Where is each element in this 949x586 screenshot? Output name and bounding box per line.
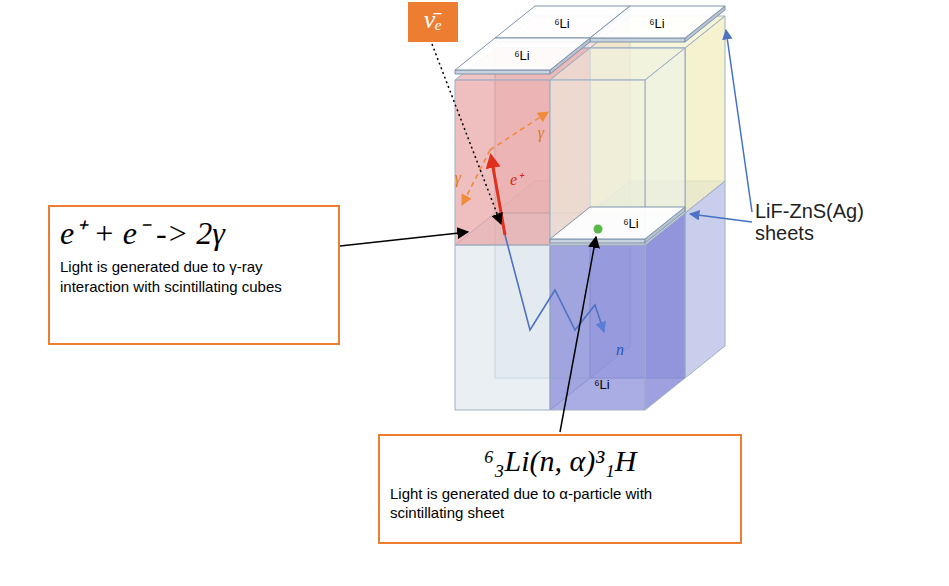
particle-label: n	[616, 341, 624, 359]
symbol-box: ν̄ₑ	[408, 2, 458, 42]
cube-front	[455, 80, 550, 245]
isotope-label: ⁶Li	[514, 49, 529, 63]
positron-track	[491, 156, 505, 235]
sheet-label: LiF-ZnS(Ag) sheets	[755, 200, 873, 244]
cube-side	[685, 16, 725, 213]
cube-front	[550, 245, 645, 410]
gamma-track	[490, 112, 548, 150]
neutron-track	[505, 235, 604, 332]
cube-side	[685, 181, 725, 378]
cube-side	[645, 213, 685, 410]
callout-box: e⁺ + e⁻ -> 2γ Light is generated due to γ…	[48, 205, 340, 345]
lif-zns-sheet	[590, 6, 725, 38]
gamma-track	[462, 150, 490, 205]
antineutrino-path	[432, 44, 501, 224]
particle-label: γ	[455, 169, 461, 187]
leader-arrow	[690, 214, 752, 222]
lif-zns-sheet	[455, 38, 590, 70]
leader-arrow	[726, 30, 752, 212]
particle-label: e⁺	[510, 171, 522, 189]
isotope-label: ⁶Li	[594, 378, 609, 392]
isotope-label: ⁶Li	[554, 17, 569, 31]
sheet-edge	[590, 38, 685, 42]
sheet-edge	[455, 70, 550, 74]
equation-text: ν̄ₑ	[410, 4, 456, 37]
description-text: Light is generated due to γ-ray interact…	[60, 257, 295, 296]
capture-point	[594, 225, 603, 234]
lif-zns-sheet	[550, 207, 685, 239]
cube-front	[455, 245, 550, 410]
leader-arrow	[560, 237, 596, 432]
description-text: Light is generated due to α-particle wit…	[390, 484, 690, 523]
isotope-label: ⁶Li	[623, 217, 638, 231]
equation-text: e⁺ + e⁻ -> 2γ	[60, 213, 328, 253]
particle-label: γ	[538, 124, 544, 142]
sheet-edge	[550, 239, 645, 243]
equation-text: ⁶₃Li(n, α)³₁H	[390, 442, 730, 480]
callout-box: ⁶₃Li(n, α)³₁H Light is generated due to α…	[378, 434, 742, 544]
isotope-label: ⁶Li	[649, 17, 664, 31]
leader-arrow	[340, 232, 468, 246]
